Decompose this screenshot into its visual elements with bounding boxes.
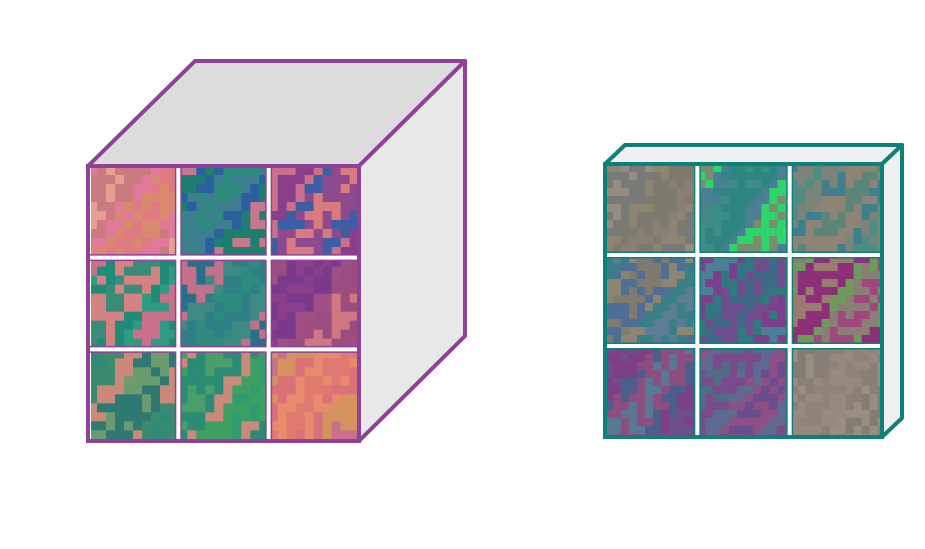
output-volume-tile-r2-c2 [697,255,794,352]
input-volume-tile-r2-c1 [91,257,188,357]
input-volume-tile-r3-c2 [178,349,278,440]
input-volume-tile-r1-c3 [268,168,359,266]
input-volume-tile-r2-c2 [178,257,278,357]
output-volume-tile-r2-c1 [607,255,702,352]
input-volume-front-face-border [86,164,361,443]
output-volume-tiles [607,165,880,437]
output-volume-cube [603,143,904,439]
input-volume-tile-r1-c1 [91,168,188,266]
input-volume-tile-r3-c3 [268,349,359,440]
output-volume-tile-r1-c3 [789,165,880,261]
input-volume-tile-r1-c2 [178,168,278,266]
output-volume-top-face [603,143,904,166]
output-volume-tile-r1-c1 [607,165,702,261]
input-volume-cube [86,59,467,443]
output-volume-side-face [880,143,904,439]
input-volume-grid-lines [88,166,359,441]
output-volume-front-face-border [603,162,884,439]
output-volume-tile-r2-c3 [789,255,880,352]
output-volume-grid-lines [605,164,882,437]
input-volume-tile-r2-c3 [268,257,359,357]
output-volume-tile-r3-c3 [789,346,880,437]
input-volume-tile-r3-c1 [91,349,188,440]
output-volume-tile-r3-c1 [607,346,702,437]
output-volume-tile-r1-c2 [697,165,794,261]
input-volume-tiles [91,168,359,440]
output-volume-tile-r3-c2 [697,346,794,437]
